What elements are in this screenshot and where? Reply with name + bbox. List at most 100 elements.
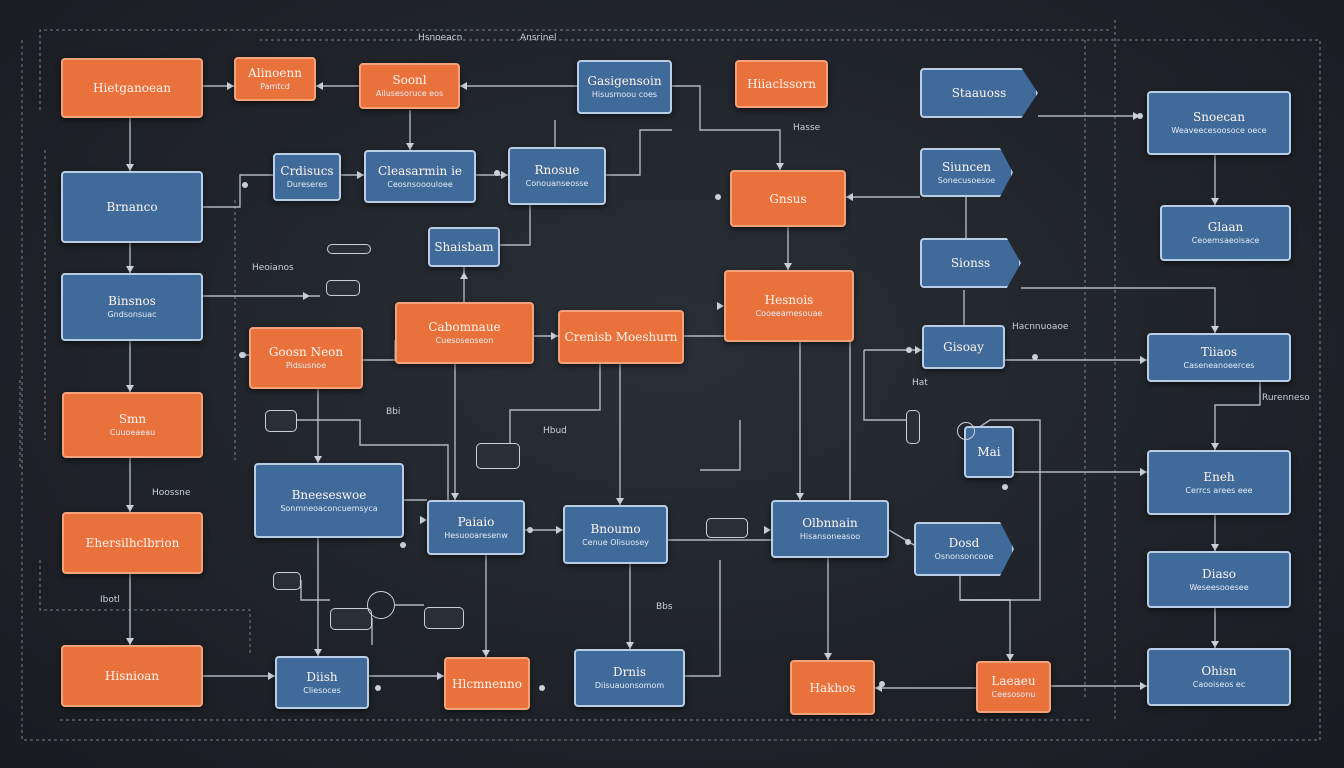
node-n5-title: Hiiaclssorn: [747, 77, 816, 91]
junction-circle: [367, 591, 395, 619]
node-n22-sub: Hisansoneasoo: [799, 532, 861, 541]
annotation-label: Hat: [912, 378, 928, 388]
node-n36-title: Snoecan: [1193, 110, 1245, 124]
connector-chip: [706, 518, 748, 538]
node-n11[interactable]: Gnsus: [730, 170, 846, 227]
node-n15[interactable]: Crenisb Moeshurn: [558, 310, 684, 364]
node-n6-title: Brnanco: [106, 200, 158, 214]
node-n6[interactable]: Brnanco: [61, 171, 203, 243]
arrowhead: [784, 263, 792, 270]
node-n27-sub: Diisuauonsomom: [594, 681, 665, 690]
node-n16-sub: Cooeeamesouae: [755, 309, 823, 318]
arrowhead: [126, 266, 134, 273]
node-n5[interactable]: Hiiaclssorn: [735, 60, 828, 108]
node-n31[interactable]: Siuncen Sonecusoesoe: [920, 148, 1013, 197]
node-n7[interactable]: Crdisucs Dureseres: [273, 153, 341, 201]
node-n1[interactable]: Hietganoean: [61, 58, 203, 118]
node-n11-title: Gnsus: [769, 191, 807, 206]
arrowhead: [764, 526, 771, 534]
node-n3[interactable]: Soonl Ailusesoruce eos: [359, 63, 460, 109]
node-n25-sub: Cliesoces: [303, 685, 341, 695]
annotation-label: Ibotl: [100, 595, 120, 605]
arrowhead: [1211, 443, 1219, 450]
node-n37[interactable]: Glaan Ceoemsaeoisace: [1160, 205, 1291, 261]
arrowhead: [126, 638, 134, 645]
node-n29[interactable]: Laeaeu Ceesosonu: [976, 661, 1051, 713]
node-n8[interactable]: Cleasarmin ie Ceosnsooouloee: [364, 150, 476, 203]
node-n14[interactable]: Cabomnaue Cuesoseoseon: [395, 302, 534, 364]
connector-chip: [906, 410, 920, 444]
node-n2[interactable]: Alinoenn Pamtcd: [234, 57, 316, 101]
node-n22-title: Olbnnain: [802, 516, 858, 530]
node-n32[interactable]: Sionss: [920, 238, 1021, 288]
node-n38[interactable]: Tiiaos Caseneanoeerces: [1147, 333, 1291, 382]
node-n21-sub: Cenue Olisuosey: [582, 537, 649, 547]
node-n35[interactable]: Dosd Osnonsoncooe: [914, 522, 1014, 576]
node-n9-sub: Conouanseosse: [525, 179, 589, 188]
node-n16[interactable]: Hesnois Cooeeamesouae: [724, 270, 854, 342]
node-n34[interactable]: Mai: [964, 426, 1014, 478]
connector-chip: [265, 410, 297, 432]
node-n28[interactable]: Hakhos: [790, 660, 875, 715]
arrowhead: [460, 82, 467, 90]
node-n17-sub: Pidsusnoe: [285, 361, 327, 370]
arrowhead: [776, 163, 784, 170]
node-n33-title: Gisoay: [943, 340, 984, 354]
node-n19-title: Bneeseswoe: [291, 487, 367, 502]
arrowhead: [420, 516, 427, 524]
annotation-label: Bbs: [656, 602, 673, 612]
node-n2-sub: Pamtcd: [260, 82, 290, 91]
node-n40-sub: Weseesooesee: [1189, 582, 1249, 592]
connector-dot: [1032, 354, 1038, 360]
node-n9[interactable]: Rnosue Conouanseosse: [508, 147, 606, 205]
node-n40[interactable]: Diaso Weseesooesee: [1147, 551, 1291, 608]
connector-line: [39, 560, 251, 656]
node-n29-sub: Ceesosonu: [991, 690, 1036, 699]
node-n33[interactable]: Gisoay: [922, 325, 1005, 369]
node-n22[interactable]: Olbnnain Hisansoneasoo: [771, 500, 889, 558]
node-n41[interactable]: Ohisn Caooiseos ec: [1147, 648, 1291, 706]
annotation-label: Rurenneso: [1262, 393, 1310, 403]
node-n40-title: Diaso: [1202, 566, 1236, 581]
node-n39[interactable]: Eneh Cerrcs arees eee: [1147, 450, 1291, 515]
arrowhead: [626, 642, 634, 649]
node-n10[interactable]: Shaisbam: [428, 227, 500, 267]
node-n17[interactable]: Goosn Neon Pidsusnoe: [249, 327, 363, 389]
node-n30-title: Staauoss: [951, 86, 1007, 100]
arrowhead: [451, 493, 459, 500]
node-n15-title: Crenisb Moeshurn: [564, 330, 678, 344]
node-n29-title: Laeaeu: [991, 674, 1036, 688]
node-n2-title: Alinoenn: [248, 66, 302, 80]
node-n27[interactable]: Drnis Diisuauonsomom: [574, 649, 685, 707]
connector-line: [685, 560, 721, 677]
node-n26[interactable]: Hlcmnenno: [444, 657, 530, 710]
arrowhead: [796, 493, 804, 500]
connector-dot: [1137, 113, 1143, 119]
node-n34-title: Mai: [977, 445, 1001, 459]
connector-dot: [400, 542, 406, 548]
node-n26-title: Hlcmnenno: [452, 676, 522, 691]
node-n19[interactable]: Bneeseswoe Sonmneoaconcuemsyca: [254, 463, 404, 538]
node-n4-title: Gasigensoin: [587, 74, 662, 88]
node-n18[interactable]: Smn Cuuoeaeau: [62, 392, 203, 458]
arrowhead: [126, 164, 134, 171]
node-n24[interactable]: Hisnioan: [61, 645, 203, 707]
node-n23[interactable]: Ehersilhclbrion: [62, 512, 203, 574]
node-n12[interactable]: Binsnos Gndsonsuac: [61, 273, 203, 341]
annotation-label: Hbud: [543, 426, 567, 436]
node-n30[interactable]: Staauoss: [920, 68, 1038, 118]
arrowhead: [126, 385, 134, 392]
node-n25[interactable]: Diish Cliesoces: [275, 656, 369, 709]
node-n36[interactable]: Snoecan Weaveecesoosoce oece: [1147, 91, 1291, 155]
node-n31-title: Siuncen: [941, 159, 992, 174]
connector-dot: [527, 527, 533, 533]
node-n20[interactable]: Paiaio Hesuooaresenw: [427, 500, 525, 555]
connector-dot: [242, 182, 248, 188]
node-n12-title: Binsnos: [108, 294, 156, 308]
node-n39-sub: Cerrcs arees eee: [1185, 485, 1253, 495]
node-n35-sub: Osnonsoncooe: [934, 552, 994, 561]
node-n21[interactable]: Bnoumo Cenue Olisuosey: [563, 505, 668, 564]
connector-line: [300, 580, 330, 601]
node-n8-sub: Ceosnsooouloee: [387, 179, 453, 189]
node-n4[interactable]: Gasigensoin Hisusmoou coes: [577, 60, 672, 114]
